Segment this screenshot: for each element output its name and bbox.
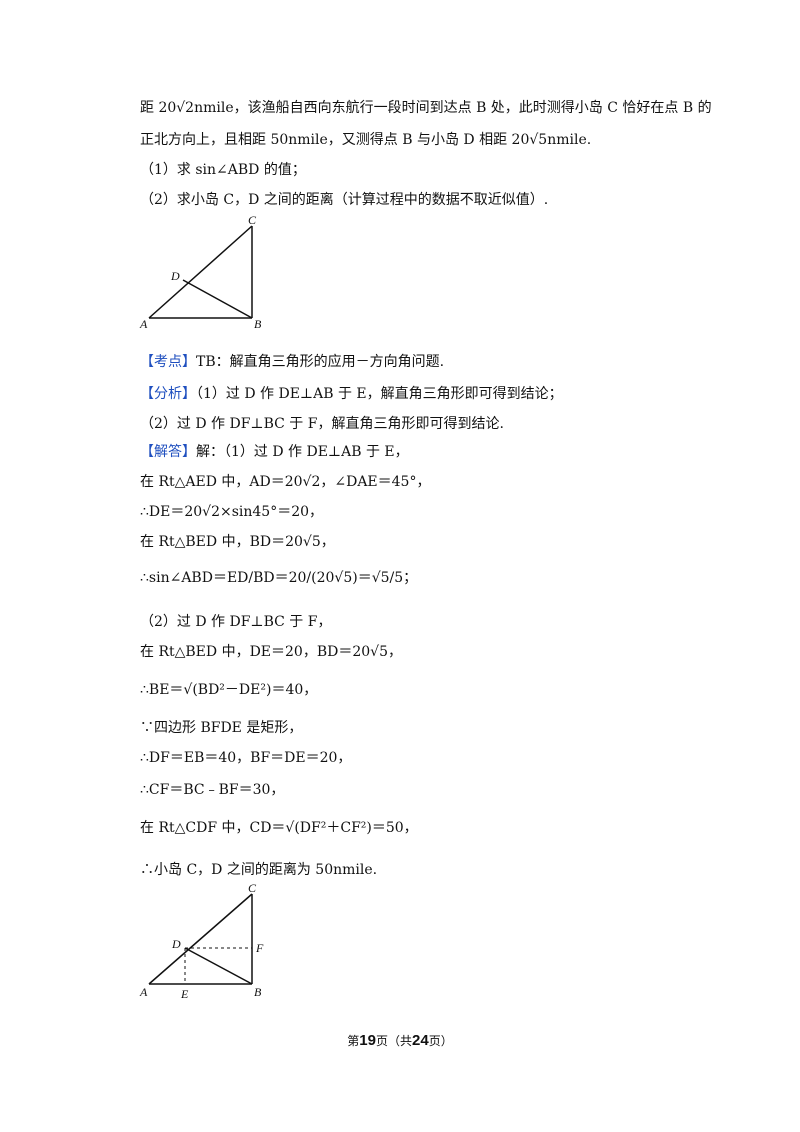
solution-line-7: ∴BE＝√(BD²－DE²)＝40，: [140, 682, 318, 698]
fenxi-line: 【分析】（1）过 D 作 DE⊥AB 于 E，解直角三角形即可得到结论；: [140, 384, 563, 404]
fig2-label-b: B: [254, 985, 262, 999]
fig1-label-d: D: [170, 269, 180, 283]
solution-line-6: 在 Rt△BED 中，DE＝20，BD＝20√5，: [140, 644, 402, 660]
footer-mid: 页（共: [375, 1034, 412, 1048]
solution-line-4: ∴sin∠ABD＝ED/BD＝20/(20√5)＝√5/5；: [140, 570, 418, 586]
fig2-label-a: A: [139, 985, 148, 999]
solution-line-3: 在 Rt△BED 中，BD＝20√5，: [140, 534, 335, 550]
fig1-label-c: C: [248, 213, 257, 227]
solution-line-8: ∵四边形 BFDE 是矩形，: [140, 720, 303, 736]
question-1: （1）求 sin∠ABD 的值；: [140, 162, 306, 178]
kaodian-text: TB：解直角三角形的应用－方向角问题.: [196, 354, 445, 370]
fig2-label-f: F: [255, 941, 264, 955]
fenxi-tag: 【分析】: [140, 386, 196, 402]
solution-line-2: ∴DE＝20√2×sin45°＝20，: [140, 504, 324, 520]
kaodian-tag: 【考点】: [140, 354, 196, 370]
footer-page-number: 19: [359, 1032, 376, 1049]
problem-line-1: 距 20√2nmile，该渔船自西向东航行一段时间到达点 B 处，此时测得小岛 …: [140, 100, 712, 116]
kaodian-line: 【考点】TB：解直角三角形的应用－方向角问题.: [140, 352, 444, 372]
jieda-line: 【解答】解：（1）过 D 作 DE⊥AB 于 E，: [140, 442, 409, 462]
solution-line-12: ∴小岛 C，D 之间的距离为 50nmile.: [140, 862, 378, 878]
solution-line-10: ∴CF＝BC﹣BF＝30，: [140, 782, 285, 798]
footer-total-pages: 24: [412, 1032, 429, 1049]
page-footer: 第19页（共24页）: [0, 1032, 800, 1049]
fig2-label-e: E: [180, 987, 189, 1001]
fig1-label-b: B: [254, 317, 262, 331]
solution-line-9: ∴DF＝EB＝40，BF＝DE＝20，: [140, 750, 352, 766]
jieda-tag: 【解答】: [140, 444, 196, 460]
fig1-label-a: A: [139, 317, 148, 331]
question-2: （2）求小岛 C，D 之间的距离（计算过程中的数据不取近似值）.: [140, 192, 549, 208]
footer-post: 页）: [428, 1034, 453, 1048]
fig2-label-d: D: [171, 937, 181, 951]
fig2-label-c: C: [248, 881, 257, 895]
fenxi-line-2: （2）过 D 作 DF⊥BC 于 F，解直角三角形即可得到结论.: [140, 416, 504, 432]
fenxi-text: （1）过 D 作 DE⊥AB 于 E，解直角三角形即可得到结论；: [196, 386, 563, 402]
figure-2: C D F A E B: [139, 881, 264, 1001]
solution-line-11: 在 Rt△CDF 中，CD＝√(DF²＋CF²)＝50，: [140, 820, 418, 836]
figure-1: C D A B: [139, 213, 262, 331]
solution-line-5: （2）过 D 作 DF⊥BC 于 F，: [140, 614, 332, 630]
jieda-text: 解：（1）过 D 作 DE⊥AB 于 E，: [196, 444, 409, 460]
solution-line-1: 在 Rt△AED 中，AD＝20√2，∠DAE＝45°，: [140, 474, 431, 490]
footer-pre: 第: [347, 1034, 360, 1048]
problem-line-2: 正北方向上，且相距 50nmile，又测得点 B 与小岛 D 相距 20√5nm…: [140, 132, 592, 148]
